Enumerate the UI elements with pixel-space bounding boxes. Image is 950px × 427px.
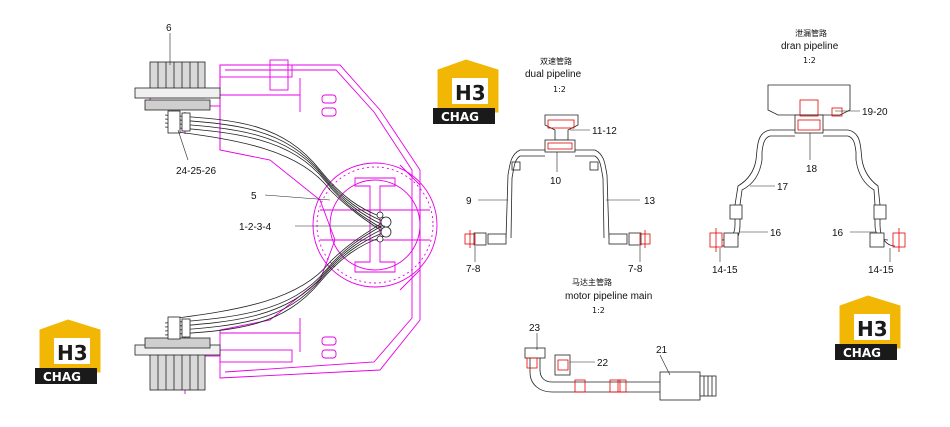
motor-title-en: motor pipeline main: [565, 291, 652, 302]
hose-bundle: [164, 114, 386, 336]
callout-7-8-right: 7-8: [628, 264, 643, 275]
callout-14-15-right: 14-15: [868, 265, 894, 276]
drain-title-en: dran pipeline: [781, 41, 839, 52]
drive-motor-top: [134, 61, 221, 111]
leaders-left: [169, 33, 385, 227]
logo-bottom-text: CHAG: [43, 370, 81, 384]
callout-10: 10: [550, 176, 562, 187]
drain-pipeline-highlights: [709, 99, 906, 252]
dual-pipeline-highlights: [464, 119, 651, 248]
motor-title-scale: 1:2: [592, 306, 605, 315]
drain-pipeline-title: 泄漏管路 dran pipeline 1:2: [781, 28, 839, 65]
drain-title-scale: 1:2: [803, 56, 816, 65]
brand-logo-top: H3 CHAG: [433, 59, 499, 124]
callout-21: 21: [656, 345, 668, 356]
callout-14-15-left: 14-15: [712, 265, 738, 276]
logo-bottom-text: CHAG: [843, 346, 881, 360]
callout-1-2-3-4: 1-2-3-4: [239, 222, 272, 233]
callout-7-8-left: 7-8: [466, 264, 481, 275]
callout-13: 13: [644, 196, 656, 207]
logo-top-text: H3: [57, 341, 88, 365]
leaders-dual: [474, 129, 641, 262]
callout-6: 6: [166, 23, 172, 34]
logo-top-text: H3: [455, 81, 486, 105]
callout-16-right: 16: [832, 228, 844, 239]
drive-motor-bottom: [134, 337, 221, 391]
brand-logo-right: H3 CHAG: [835, 295, 901, 360]
leaders-motor: [536, 333, 671, 376]
hose-fittings: [167, 110, 392, 340]
callout-24-25-26: 24-25-26: [176, 166, 216, 177]
dual-title-en: dual pipeline: [525, 69, 582, 80]
brand-logo-left: H3 CHAG: [35, 319, 101, 384]
dual-title-scale: 1:2: [553, 85, 566, 94]
callout-9: 9: [466, 196, 472, 207]
dual-title-cn: 双速管路: [540, 56, 572, 66]
callout-23: 23: [529, 323, 541, 334]
callout-11-12: 11-12: [592, 126, 617, 137]
callout-19-20: 19-20: [862, 107, 888, 118]
logo-bottom-text: CHAG: [441, 110, 479, 124]
motor-pipeline-title: 马达主管路 motor pipeline main 1:2: [565, 277, 652, 315]
callout-22: 22: [597, 358, 609, 369]
leaders-drain: [719, 110, 891, 262]
frame-assembly: [149, 59, 438, 395]
callout-16-left: 16: [770, 228, 782, 239]
callout-17: 17: [777, 182, 789, 193]
motor-title-cn: 马达主管路: [572, 277, 612, 287]
callout-5: 5: [251, 191, 257, 202]
dual-pipeline-title: 双速管路 dual pipeline 1:2: [525, 56, 582, 94]
drain-title-cn: 泄漏管路: [795, 28, 827, 38]
motor-pipeline-highlights: [526, 357, 627, 393]
logo-top-text: H3: [857, 317, 888, 341]
callout-18: 18: [806, 164, 818, 175]
